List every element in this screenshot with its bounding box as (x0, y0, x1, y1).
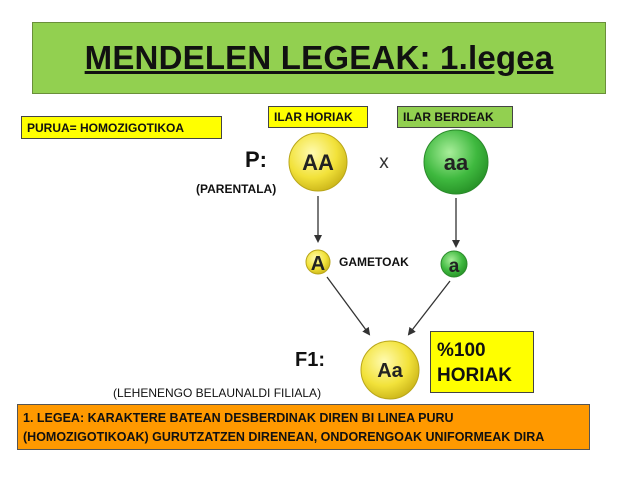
cross-symbol: x (379, 152, 389, 173)
pure-definition-box: PURUA= HOMOZIGOTIKOA (21, 116, 222, 139)
result-phenotype: HORIAK (437, 365, 512, 386)
green-peas-label: ILAR BERDEAK (403, 110, 494, 124)
gamete-yellow (305, 249, 331, 275)
yellow-peas-label-box: ILAR HORIAK (268, 106, 368, 128)
pure-definition-text: PURUA= HOMOZIGOTIKOA (27, 120, 185, 135)
gamete-yellow-allele: A (311, 253, 325, 275)
parent-green-pea (423, 129, 489, 195)
f1-yellow-pea (360, 340, 420, 400)
gametes-label: GAMETOAK (339, 255, 409, 269)
parent-green-genotype: aa (444, 150, 469, 175)
f1-label: F1: (295, 349, 325, 371)
yellow-peas-label: ILAR HORIAK (274, 110, 353, 124)
gamete-green (440, 250, 468, 278)
parent-yellow-genotype: AA (302, 150, 334, 175)
first-law-line-2: (HOMOZIGOTIKOAK) GURUTZATZEN DIRENEAN, O… (23, 430, 545, 444)
f1-description: (LEHENENGO BELAUNALDI FILIALA) (113, 386, 322, 400)
parent-yellow-pea (288, 132, 348, 192)
title-banner: MENDELEN LEGEAK: 1.legea (32, 22, 606, 94)
result-box: %100 HORIAK (430, 331, 534, 393)
parental-description: (PARENTALA) (196, 182, 277, 196)
page-title: MENDELEN LEGEAK: 1.legea (84, 39, 554, 76)
parental-p-label: P: (245, 147, 267, 172)
result-percentage: %100 (437, 340, 486, 361)
green-peas-label-box: ILAR BERDEAK (397, 106, 513, 128)
first-law-box: 1. LEGEA: KARAKTERE BATEAN DESBERDINAK D… (17, 404, 590, 450)
arrow-gamete-green-to-f1 (407, 280, 451, 336)
first-law-line-1: 1. LEGEA: KARAKTERE BATEAN DESBERDINAK D… (23, 411, 454, 425)
f1-genotype: Aa (377, 360, 403, 382)
arrow-gamete-yellow-to-f1 (326, 276, 371, 336)
gamete-green-allele: a (449, 256, 460, 277)
